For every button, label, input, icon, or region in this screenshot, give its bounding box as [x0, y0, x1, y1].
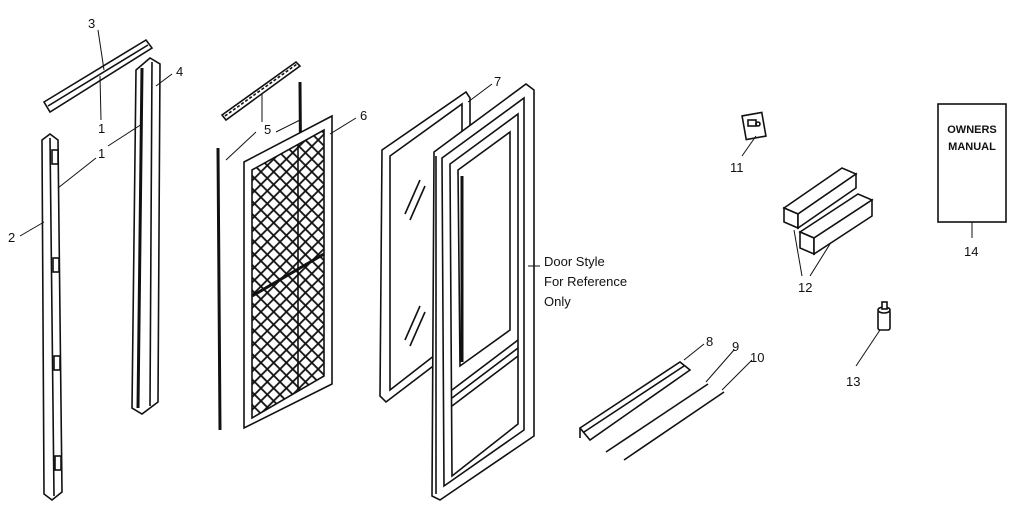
part-2-hinge-jamb: [41, 133, 63, 502]
part-4-latch-jamb: [131, 57, 161, 415]
callout-12: 12: [798, 280, 812, 295]
callout-4: 4: [176, 64, 183, 79]
callout-numbers: 3 1 1 2 4 5 6 7 8 9 10 11 12 13 14: [8, 16, 978, 389]
callout-14: 14: [964, 244, 978, 259]
leader-lines: [19, 29, 973, 391]
part-13-cylinder: [877, 301, 891, 331]
callout-10: 10: [750, 350, 764, 365]
callout-2: 2: [8, 230, 15, 245]
callout-9: 9: [732, 339, 739, 354]
door-style-note: Door Style For Reference Only: [544, 254, 627, 309]
callout-3: 3: [88, 16, 95, 31]
part-14-owners-manual: OWNERS MANUAL: [937, 103, 1007, 223]
door-reference-frame: [431, 83, 535, 501]
part-10-sweep-insert: [623, 391, 725, 461]
note-line-3: Only: [544, 294, 571, 309]
part-11-latch-plate: [741, 111, 767, 141]
part-12-blocks: [782, 167, 874, 256]
callout-7: 7: [494, 74, 501, 89]
part-6-screen-panel: [243, 114, 333, 430]
part-9-sweep: [605, 383, 709, 453]
part-3-head-rail: [42, 38, 154, 114]
callout-13: 13: [846, 374, 860, 389]
note-line-1: Door Style: [544, 254, 605, 269]
note-line-2: For Reference: [544, 274, 627, 289]
manual-title-line-2: MANUAL: [948, 141, 996, 153]
callout-6: 6: [360, 108, 367, 123]
callout-1-lower: 1: [98, 146, 105, 161]
callout-11: 11: [730, 160, 744, 175]
callout-5: 5: [264, 122, 271, 137]
manual-title-line-1: OWNERS: [947, 124, 997, 136]
callout-1-upper: 1: [98, 121, 105, 136]
callout-8: 8: [706, 334, 713, 349]
part-8-bottom-expander: [578, 361, 692, 442]
